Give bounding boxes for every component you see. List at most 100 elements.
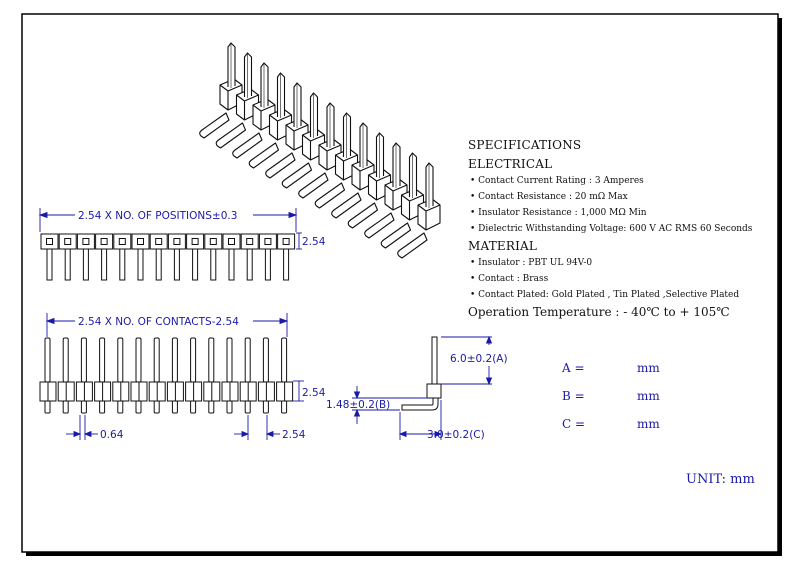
contact-pin-upper [262,337,269,383]
position-pin [210,248,217,281]
contact-pin-upper [62,337,69,383]
positions-front-view [40,233,296,281]
iso-pin-tail [397,232,428,259]
iso-pin-tail [281,162,313,189]
position-pin [246,248,253,281]
iso-insulator-edge [252,104,276,130]
operation-temperature: Operation Temperature : - 40℃ to + 105℃ [468,305,730,319]
contacts-dimension-label: 2.54 X NO. OF CONTACTS-2.54 [78,316,239,328]
position-hole [228,238,235,245]
iso-pin-tail [248,142,280,169]
iso-pin-tail [331,192,362,219]
iso-pin-vertical [392,142,401,187]
iso-pin-vertical [227,42,236,87]
contact-pin-lower [226,400,233,414]
iso-pin-tail [215,122,247,149]
contact-pin-upper [99,337,106,383]
iso-pin-vertical [359,122,368,167]
contact-pin-upper [171,337,178,383]
position-pin [264,248,271,281]
iso-pin-vertical [276,72,286,117]
contact-pin-lower [135,400,142,414]
iso-pin-vertical [243,52,253,97]
specifications-title: SPECIFICATIONS [468,138,582,152]
spec-contact-plated: • Contact Plated: Gold Plated , Tin Plat… [470,290,740,300]
position-hole [137,238,144,245]
iso-pin-tail [347,202,379,229]
iso-pin-tail [298,172,329,199]
dim-a-unit: mm [637,361,660,375]
iso-pin-tail [314,182,346,209]
iso-insulator-edge [384,184,408,210]
contact-pin-lower [153,400,160,414]
position-hole [82,238,90,245]
dim-c-key: C = [562,417,586,431]
position-hole [155,238,163,245]
spec-insulator-resistance: • Insulator Resistance : 1,000 MΩ Min [470,208,647,218]
contact-pin-lower [208,400,215,414]
spec-contact-material: • Contact : Brass [470,274,549,284]
spec-current-rating: • Contact Current Rating : 3 Amperes [470,176,644,186]
contact-pin-upper [208,337,215,383]
positions-dimension [38,208,302,250]
dim-b-unit: mm [637,389,660,403]
position-pin [119,248,126,281]
contact-pin-upper [80,337,87,383]
spec-insulator-material: • Insulator : PBT UL 94V-0 [470,258,593,268]
contact-pin-lower [281,400,288,414]
iso-insulator-edge [368,174,391,200]
iso-pin-vertical [342,112,352,157]
contact-pin-upper [190,337,197,383]
position-hole [209,238,217,245]
iso-insulator-edge [285,124,309,150]
position-pin [101,248,108,281]
side-view-dimensions [352,335,493,440]
a-length-label: 6.0±0.2(A) [450,353,508,365]
isometric-connector-view [199,42,441,259]
spec-dielectric-voltage: • Dielectric Withstanding Voltage: 600 V… [470,224,753,234]
contact-pin-upper [135,337,142,383]
position-pin [46,248,53,281]
iso-insulator-edge [401,194,424,220]
contact-pin-upper [117,337,124,383]
position-hole [282,238,290,245]
position-pin [82,248,89,281]
position-hole [264,238,272,245]
position-hole [246,238,254,245]
iso-pin-vertical [260,62,269,107]
position-hole [46,238,53,245]
iso-pin-vertical [293,82,302,127]
iso-insulator-edge [351,164,375,190]
position-hole [118,238,126,245]
contact-pin-lower [171,400,178,414]
iso-pin-tail [380,222,412,249]
side-height-label: 2.54 [302,387,326,399]
contact-pin-upper [226,337,233,383]
contact-pin-lower [117,400,124,414]
drawing-frame [21,13,779,553]
contact-pin-lower [190,400,197,414]
position-pin [64,248,71,281]
electrical-heading: ELECTRICAL [468,157,553,171]
position-pin [192,248,199,281]
iso-insulator-edge [417,204,441,230]
dim-a-key: A = [562,361,585,375]
iso-pin-tail [199,112,230,139]
material-heading: MATERIAL [468,239,538,253]
contact-pin-lower [99,400,106,414]
position-hole [100,238,108,245]
contact-pin-upper [44,337,51,383]
contacts-dimension [45,313,304,440]
contact-pin-lower [44,400,51,414]
pitch-bottom-label: 2.54 [282,429,306,441]
contacts-front-view [39,337,294,414]
iso-pin-vertical [375,132,385,177]
iso-pin-tail [364,212,395,239]
position-pin [155,248,162,281]
contact-pin-lower [80,400,87,414]
iso-pin-tail [265,152,296,179]
position-pin [137,248,144,281]
dim-b-key: B = [562,389,585,403]
contact-pin-lower [244,400,251,414]
